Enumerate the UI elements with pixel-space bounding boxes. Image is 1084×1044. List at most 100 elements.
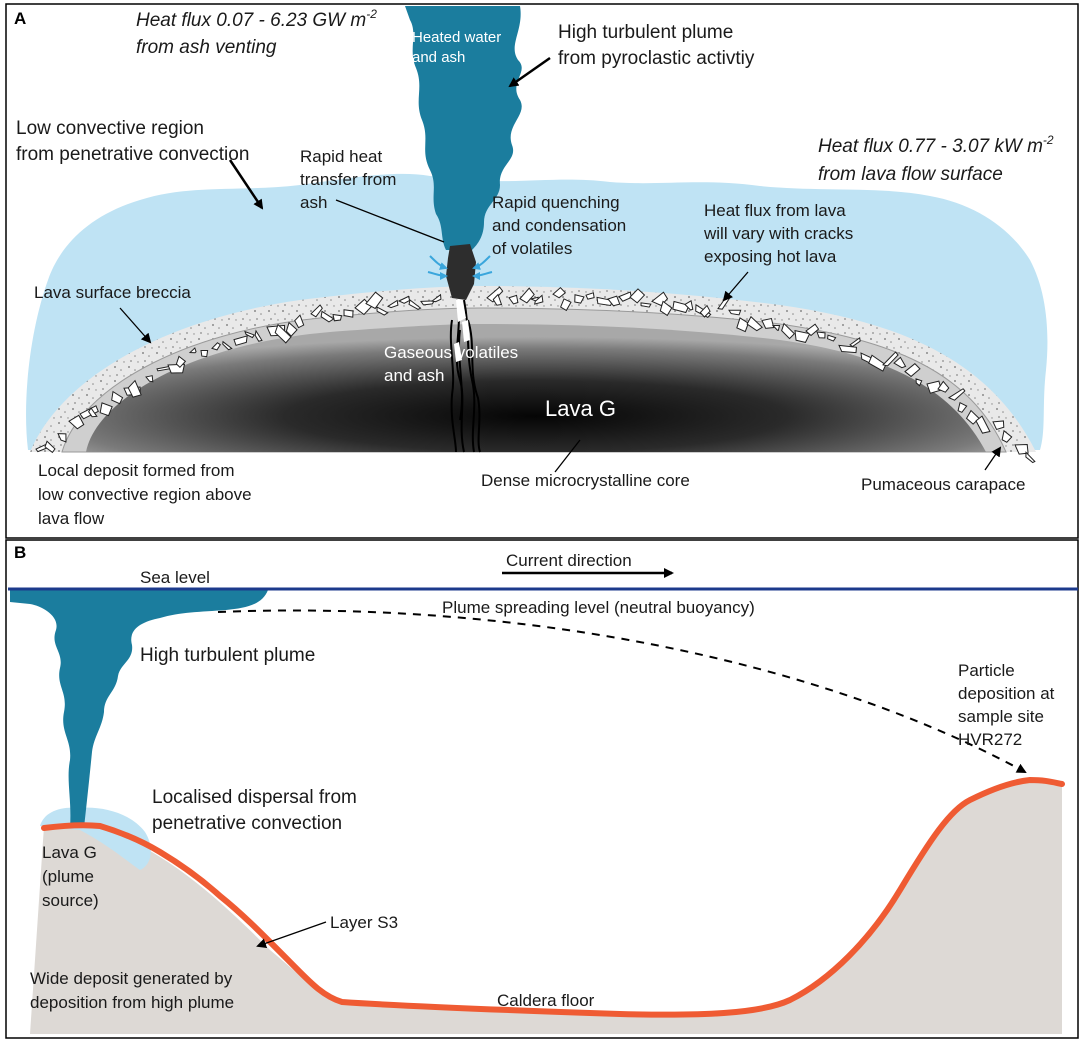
layer-s3-deposit xyxy=(41,777,1065,1018)
breccia-clast xyxy=(492,293,503,306)
localised-dispersal-label-line2: penetrative convection xyxy=(152,813,342,834)
breccia-clast xyxy=(574,294,585,304)
cracks-label-line2: will vary with cracks xyxy=(703,224,853,243)
breccia-clast xyxy=(868,354,887,372)
breccia-clast xyxy=(365,291,384,310)
breccia-clast xyxy=(904,363,921,378)
cracks-label-line3: exposing hot lava xyxy=(704,247,837,266)
breccia-clast xyxy=(233,335,248,346)
breccia-clast xyxy=(1025,451,1036,464)
breccia-clast xyxy=(699,304,711,318)
breccia-clast xyxy=(659,300,673,317)
breccia-clast xyxy=(781,322,796,340)
breccia-clast xyxy=(975,415,991,434)
rapid-heat-label-line3: ash xyxy=(300,193,327,212)
breccia-clast xyxy=(188,347,197,354)
breccia-clast xyxy=(332,313,343,322)
breccia-clast xyxy=(486,286,504,303)
volatile-fissures xyxy=(449,299,481,453)
panel-a-leaders xyxy=(119,56,1002,473)
lava-g-source-label: Lava G xyxy=(42,843,97,862)
breccia-clast xyxy=(596,296,614,307)
heated-water-label: Heated water xyxy=(412,29,501,46)
breccia-clast xyxy=(992,420,1005,431)
breccia-clast xyxy=(408,299,422,310)
local-deposit-label-line2: low convective region above xyxy=(38,485,252,504)
local-deposit-label-line3: lava flow xyxy=(38,509,105,528)
panel-a-frame xyxy=(5,3,1079,539)
breccia-clast xyxy=(849,336,861,348)
breccia-clast xyxy=(728,309,742,316)
layer-s3-label: Layer S3 xyxy=(330,913,398,932)
high-plume-label-line2: from pyroclastic activtiy xyxy=(558,48,755,69)
rapid-heat-label: Rapid heat xyxy=(300,147,383,166)
breccia-clast xyxy=(640,302,652,308)
breccia-clast xyxy=(244,330,255,339)
breccia-clast xyxy=(386,299,399,309)
breccia-label: Lava surface breccia xyxy=(34,283,191,302)
caldera-ground xyxy=(30,780,1062,1034)
low-convective-label-line2: from penetrative convection xyxy=(16,144,249,165)
pumaceous-carapace-label: Pumaceous carapace xyxy=(861,475,1025,494)
dense-core-label: Dense microcrystalline core xyxy=(481,471,690,490)
breccia-clast xyxy=(684,299,694,311)
high-turbulent-plume xyxy=(10,590,268,828)
rapid-heat-label-line2: transfer from xyxy=(300,170,396,189)
breccia-clast xyxy=(57,433,67,443)
breccia-clast xyxy=(794,329,811,343)
lava-g-source-label-line2: (plume xyxy=(42,867,94,886)
heat-flux-ash-label-line2: from ash venting xyxy=(136,37,277,58)
heat-flux-lava-label: Heat flux 0.77 - 3.07 kW m-2 xyxy=(818,133,1054,157)
breccia-clast xyxy=(200,349,209,358)
breccia-clast xyxy=(175,355,187,368)
localised-dispersal-label: Localised dispersal from xyxy=(152,787,357,808)
breccia-clast xyxy=(420,300,435,306)
breccia-clast xyxy=(285,321,298,337)
panel-b-letter: B xyxy=(14,543,26,562)
leader-core xyxy=(554,439,581,473)
breccia-clast xyxy=(552,286,567,299)
breccia-clast xyxy=(294,314,305,329)
breccia-clast xyxy=(947,388,966,401)
particle-deposition-label-line3: sample site xyxy=(958,707,1044,726)
breccia-clast xyxy=(746,315,763,332)
panel-a-letter: A xyxy=(14,9,26,28)
local-deposit-label: Local deposit formed from xyxy=(38,461,235,480)
heat-flux-lava-label-line2: from lava flow surface xyxy=(818,164,1003,185)
breccia-clast xyxy=(222,340,233,351)
breccia-clast xyxy=(1001,429,1013,443)
panel-a: A Heat flux 0.07 - 6.23 GW m-2 from ash … xyxy=(5,3,1079,539)
caldera-floor-label: Caldera floor xyxy=(497,991,595,1010)
current-direction-label: Current direction xyxy=(506,551,632,570)
breccia-clast xyxy=(88,407,98,418)
breccia-clast xyxy=(430,293,442,303)
breccia-clast xyxy=(629,288,646,304)
dense-microcrystalline-core xyxy=(86,324,986,452)
fissure-white-bubbles xyxy=(454,298,470,362)
leader-carapace xyxy=(984,446,1002,471)
breccia-clast xyxy=(68,414,85,430)
breccia-clast xyxy=(211,342,221,351)
breccia-clast xyxy=(827,334,837,342)
gaseous-volatiles-label-line2: and ash xyxy=(384,366,445,385)
gaseous-volatiles-label: Gaseous volatiles xyxy=(384,343,518,362)
breccia-clast xyxy=(882,351,899,367)
leader-breccia xyxy=(119,307,152,344)
breccia-clast xyxy=(145,375,154,383)
spreading-level-label: Plume spreading level (neutral buoyancy) xyxy=(442,598,755,617)
breccia-clast xyxy=(254,329,263,342)
breccia-clast xyxy=(274,323,292,344)
breccia-clast xyxy=(167,363,186,374)
quenching-label-line2: and condensation xyxy=(492,216,626,235)
breccia-clast xyxy=(519,287,535,304)
particle-deposition-label-line2: deposition at xyxy=(958,684,1055,703)
breccia-clast xyxy=(44,440,56,454)
breccia-clast xyxy=(607,295,621,307)
plume-trajectory-dashed xyxy=(217,609,1027,773)
vent-ash-block xyxy=(446,244,476,300)
lava-g-label: Lava G xyxy=(545,396,616,421)
leader-rapid-heat xyxy=(335,199,445,243)
breccia-clast xyxy=(805,323,820,337)
breccia-clast xyxy=(376,306,389,316)
